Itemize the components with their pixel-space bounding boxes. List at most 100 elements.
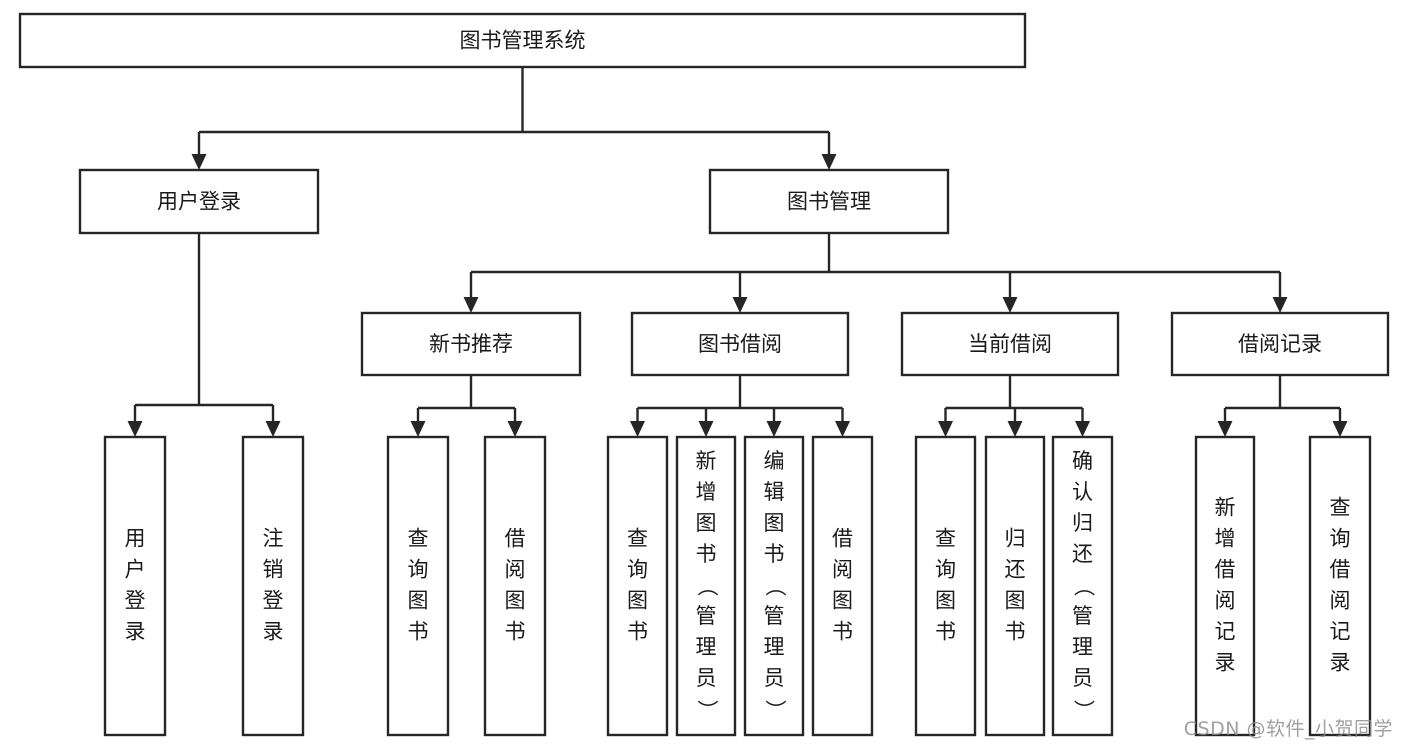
arrow-head-icon bbox=[1272, 297, 1288, 313]
svg-text:用: 用 bbox=[125, 527, 146, 551]
svg-text:询: 询 bbox=[935, 558, 956, 582]
svg-text:还: 还 bbox=[1072, 542, 1093, 566]
svg-text:录: 录 bbox=[1215, 651, 1236, 675]
svg-text:归: 归 bbox=[1005, 527, 1026, 551]
arrow-head-icon bbox=[191, 154, 207, 170]
svg-text:录: 录 bbox=[1330, 651, 1351, 675]
node-box-rec-add-record bbox=[1194, 435, 1256, 737]
svg-text:借: 借 bbox=[505, 527, 526, 551]
svg-text:认: 认 bbox=[1072, 480, 1093, 504]
svg-text:员: 员 bbox=[764, 666, 785, 690]
node-box-borrow-query-book bbox=[606, 435, 669, 737]
svg-text:记: 记 bbox=[1215, 620, 1236, 644]
node-leaf-user-login[interactable]: 用户登录 bbox=[103, 435, 167, 737]
node-box-borrow-edit-book bbox=[743, 435, 805, 737]
svg-text:新: 新 bbox=[1215, 496, 1236, 520]
svg-text:图: 图 bbox=[408, 589, 429, 613]
svg-text:（: （ bbox=[763, 576, 787, 597]
svg-text:管: 管 bbox=[764, 604, 785, 628]
arrow-head-icon bbox=[1217, 421, 1233, 437]
svg-text:辑: 辑 bbox=[764, 480, 785, 504]
svg-text:销: 销 bbox=[263, 558, 284, 582]
svg-text:录: 录 bbox=[263, 620, 284, 644]
svg-text:增: 增 bbox=[696, 480, 717, 504]
node-borrow-records[interactable]: 借阅记录 bbox=[1170, 311, 1390, 377]
node-label-leaf-user-login: 用户登录 bbox=[125, 527, 146, 644]
node-label-root: 图书管理系统 bbox=[460, 29, 586, 53]
node-current-borrow[interactable]: 当前借阅 bbox=[900, 311, 1120, 377]
node-label-new-book-rec: 新书推荐 bbox=[429, 332, 513, 356]
node-book-manage[interactable]: 图书管理 bbox=[708, 168, 950, 235]
svg-text:）: ） bbox=[763, 700, 787, 721]
arrow-head-icon bbox=[1332, 421, 1348, 437]
node-box-borrow-records bbox=[1170, 311, 1390, 377]
node-label-user-login: 用户登录 bbox=[157, 190, 241, 214]
svg-text:借: 借 bbox=[832, 527, 853, 551]
svg-text:查: 查 bbox=[1330, 496, 1351, 520]
node-book-borrow[interactable]: 图书借阅 bbox=[630, 311, 850, 377]
arrow-head-icon bbox=[463, 297, 479, 313]
arrow-head-icon bbox=[630, 421, 645, 437]
node-label-book-manage: 图书管理 bbox=[787, 190, 871, 214]
svg-text:书: 书 bbox=[832, 620, 853, 644]
svg-text:管: 管 bbox=[1072, 604, 1093, 628]
svg-text:户: 户 bbox=[125, 558, 146, 582]
svg-text:注: 注 bbox=[263, 527, 284, 551]
node-box-book-borrow bbox=[630, 311, 850, 377]
svg-text:）: ） bbox=[1072, 700, 1096, 721]
arrow-head-icon bbox=[938, 421, 953, 437]
svg-text:新: 新 bbox=[696, 449, 717, 473]
svg-text:登: 登 bbox=[125, 589, 146, 613]
svg-text:询: 询 bbox=[1330, 527, 1351, 551]
arrow-head-icon bbox=[835, 421, 850, 437]
svg-text:图: 图 bbox=[696, 511, 717, 535]
node-new-book-rec[interactable]: 新书推荐 bbox=[360, 311, 582, 377]
arrow-head-icon bbox=[1002, 297, 1018, 313]
node-box-leaf-user-logout bbox=[241, 435, 305, 737]
node-boxes-layer: 图书管理系统用户登录图书管理用户登录注销登录新书推荐查询图书借阅图书图书借阅查询… bbox=[18, 12, 1390, 737]
node-user-login[interactable]: 用户登录 bbox=[78, 168, 320, 235]
svg-text:借: 借 bbox=[1330, 558, 1351, 582]
svg-text:图: 图 bbox=[832, 589, 853, 613]
arrow-head-icon bbox=[127, 421, 143, 437]
node-box-book-manage bbox=[708, 168, 950, 235]
node-label-book-borrow: 图书借阅 bbox=[698, 332, 782, 356]
svg-text:理: 理 bbox=[764, 635, 785, 659]
node-box-borrow-borrow-book bbox=[811, 435, 874, 737]
svg-text:理: 理 bbox=[696, 635, 717, 659]
svg-text:归: 归 bbox=[1072, 511, 1093, 535]
arrow-head-icon bbox=[732, 297, 748, 313]
svg-text:查: 查 bbox=[408, 527, 429, 551]
arrow-head-icon bbox=[821, 154, 837, 170]
svg-text:员: 员 bbox=[1072, 666, 1093, 690]
svg-text:书: 书 bbox=[627, 620, 648, 644]
svg-text:管: 管 bbox=[696, 604, 717, 628]
svg-text:员: 员 bbox=[696, 666, 717, 690]
svg-text:）: ） bbox=[695, 700, 719, 721]
svg-text:书: 书 bbox=[408, 620, 429, 644]
svg-text:书: 书 bbox=[505, 620, 526, 644]
svg-text:书: 书 bbox=[764, 542, 785, 566]
node-root[interactable]: 图书管理系统 bbox=[18, 12, 1027, 69]
